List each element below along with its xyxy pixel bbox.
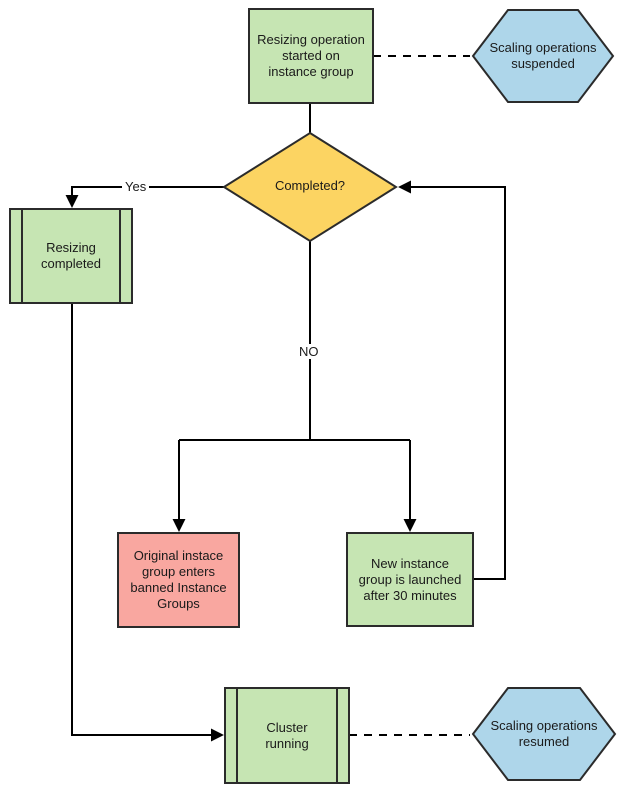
node-resizing-started-label: Resizing operation started on instance g… xyxy=(257,32,365,79)
node-completed-decision-shape xyxy=(222,131,398,243)
node-scaling-resumed-label: Scaling operations resumed xyxy=(490,718,598,749)
node-resizing-completed-label: Resizing completed xyxy=(41,240,101,271)
node-scaling-suspended-label: Scaling operations suspended xyxy=(489,40,597,71)
node-new-group-shape xyxy=(346,532,474,627)
node-scaling-resumed-shape xyxy=(471,687,617,781)
node-cluster-running-shape xyxy=(224,687,350,784)
edge-label-yes: Yes xyxy=(122,179,150,194)
node-resizing-completed-shape xyxy=(9,208,133,304)
node-banned-group-shape xyxy=(117,532,240,628)
node-banned-group-label: Original instace group enters banned Ins… xyxy=(130,548,227,611)
edge-decision-yes xyxy=(65,186,224,208)
node-completed-decision-label: Completed? xyxy=(274,178,346,193)
edge-label-no: NO xyxy=(296,344,322,359)
node-cluster-running-label: Cluster running xyxy=(265,719,309,751)
node-resizing-started-shape xyxy=(248,8,374,104)
edge-resizing-to-cluster xyxy=(71,303,224,742)
node-new-group-label: New instance group is launched after 30 … xyxy=(358,555,462,603)
node-scaling-suspended-shape xyxy=(471,9,615,103)
edge-new-group-to-decision xyxy=(398,180,506,580)
